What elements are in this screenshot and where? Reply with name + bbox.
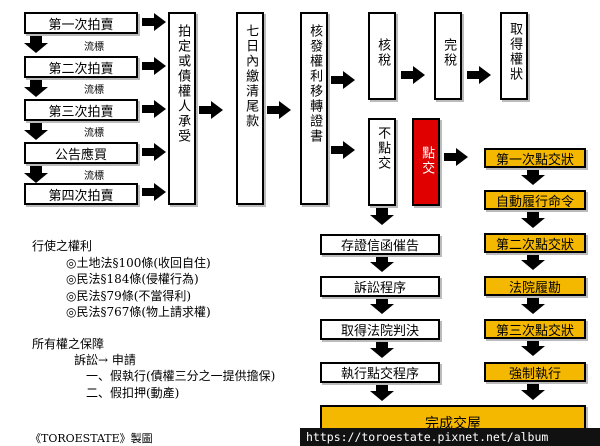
nh-step-label: 存證信函催告 <box>340 239 419 254</box>
arrow-auction3-right <box>142 100 166 118</box>
auction-label: 公告應買 <box>54 147 107 163</box>
arrow-down-1 <box>24 36 48 53</box>
rights-item: ◎民法§184條(侵權行為) <box>66 272 199 286</box>
arrow-h-1 <box>521 168 545 185</box>
auction-label: 第三次拍賣 <box>48 104 114 120</box>
arrow-nh-5 <box>370 384 394 401</box>
h-step-1: 第一次點交狀 <box>484 148 586 168</box>
nh-step-label: 執行點交程序 <box>340 367 419 382</box>
auction-box-2: 第二次拍賣 <box>24 56 138 78</box>
nh-step-label: 訴訟程序 <box>353 281 406 296</box>
ownership-line: 訴訟→ 申請 <box>74 353 136 367</box>
arrow-winner-to-pay <box>199 101 223 119</box>
rights-item: ◎土地法§100條(收回自住) <box>66 256 211 270</box>
no-handover-box: 不點交 <box>368 118 396 206</box>
arrow-auction4-right <box>142 143 166 161</box>
arrow-down-4 <box>24 166 48 183</box>
no-handover-label: 不點交 <box>375 126 391 171</box>
h-step-3: 第二次點交狀 <box>484 233 586 253</box>
nh-step-4: 執行點交程序 <box>320 362 440 383</box>
auction-box-3: 第三次拍賣 <box>24 99 138 121</box>
credit-text: 《TOROESTATE》製圖 <box>30 432 153 445</box>
arrow-cert-to-nohandover <box>331 141 355 159</box>
auction-label: 第四次拍賣 <box>48 188 114 204</box>
h-step-label: 第一次點交狀 <box>495 152 574 168</box>
arrow-auction5-right <box>142 183 166 201</box>
ownership-title: 所有權之保障 <box>32 337 105 351</box>
arrow-h-4 <box>521 297 545 314</box>
arrow-cert-to-tax <box>331 71 355 89</box>
h-step-2: 自動履行命令 <box>484 190 586 210</box>
auction-label: 第一次拍賣 <box>48 17 114 33</box>
arrow-to-handover <box>444 148 468 166</box>
paid-label: 完稅 <box>441 38 457 68</box>
nh-step-label: 取得法院判決 <box>340 324 419 339</box>
h-step-label: 強制執行 <box>508 366 561 382</box>
h-step-4: 法院履勘 <box>484 276 586 296</box>
pay-label: 七日內繳清尾款 <box>243 24 259 129</box>
tax-label: 核稅 <box>375 38 391 68</box>
nh-step-2: 訴訟程序 <box>320 276 440 297</box>
title-deed-label: 取得權狀 <box>507 22 523 82</box>
handover-box: 點交 <box>412 118 440 206</box>
auction-box-5: 第四次拍賣 <box>24 183 138 205</box>
arrow-pay-to-cert <box>267 101 291 119</box>
nh-step-3: 取得法院判決 <box>320 319 440 340</box>
h-step-5: 第三次點交狀 <box>484 319 586 339</box>
h-step-label: 第三次點交狀 <box>495 323 574 339</box>
arrow-nh-1 <box>370 208 394 225</box>
rights-item: ◎民法§79條(不當得利) <box>66 289 192 303</box>
auction-box-4: 公告應買 <box>24 142 138 164</box>
arrow-auction2-right <box>142 57 166 75</box>
title-deed-box: 取得權狀 <box>500 12 528 100</box>
h-step-label: 第二次點交狀 <box>495 237 574 253</box>
paid-box: 完稅 <box>434 12 462 100</box>
pay-column: 七日內繳清尾款 <box>236 12 264 205</box>
cert-column: 核發權利移轉證書 <box>300 12 328 205</box>
auction-note: 流標 <box>84 128 104 139</box>
arrow-paid-to-title <box>467 66 491 84</box>
h-step-label: 法院履勘 <box>508 280 561 296</box>
auction-box-1: 第一次拍賣 <box>24 12 138 34</box>
nh-step-1: 存證信函催告 <box>320 234 440 255</box>
auction-note: 流標 <box>84 171 104 182</box>
arrow-h-5 <box>521 339 545 356</box>
h-step-6: 強制執行 <box>484 362 586 382</box>
arrow-nh-3 <box>370 297 394 314</box>
arrow-h-2 <box>521 211 545 228</box>
arrow-down-2 <box>24 80 48 97</box>
tax-box: 核稅 <box>368 12 396 100</box>
arrow-nh-4 <box>370 341 394 358</box>
cert-label: 核發權利移轉證書 <box>307 24 323 144</box>
auction-note: 流標 <box>84 85 104 96</box>
arrow-down-3 <box>24 123 48 140</box>
arrow-tax-to-paid <box>401 66 425 84</box>
auction-label: 第二次拍賣 <box>48 61 114 77</box>
arrow-h-3 <box>521 253 545 270</box>
arrow-auction1-right <box>142 13 166 31</box>
ownership-line: 二、假扣押(動產) <box>86 386 180 400</box>
winner-label: 拍定或債權人承受 <box>175 24 191 144</box>
album-url[interactable]: https://toroestate.pixnet.net/album <box>300 428 600 446</box>
arrow-h-6 <box>521 383 545 400</box>
winner-column: 拍定或債權人承受 <box>168 12 196 205</box>
h-step-label: 自動履行命令 <box>495 194 574 210</box>
handover-label: 點交 <box>419 146 435 176</box>
rights-title: 行使之權利 <box>32 239 93 253</box>
arrow-nh-2 <box>370 255 394 272</box>
auction-note: 流標 <box>84 42 104 53</box>
rights-item: ◎民法§767條(物上請求權) <box>66 305 211 319</box>
ownership-line: 一、假執行(債權三分之一提供擔保) <box>86 369 276 383</box>
